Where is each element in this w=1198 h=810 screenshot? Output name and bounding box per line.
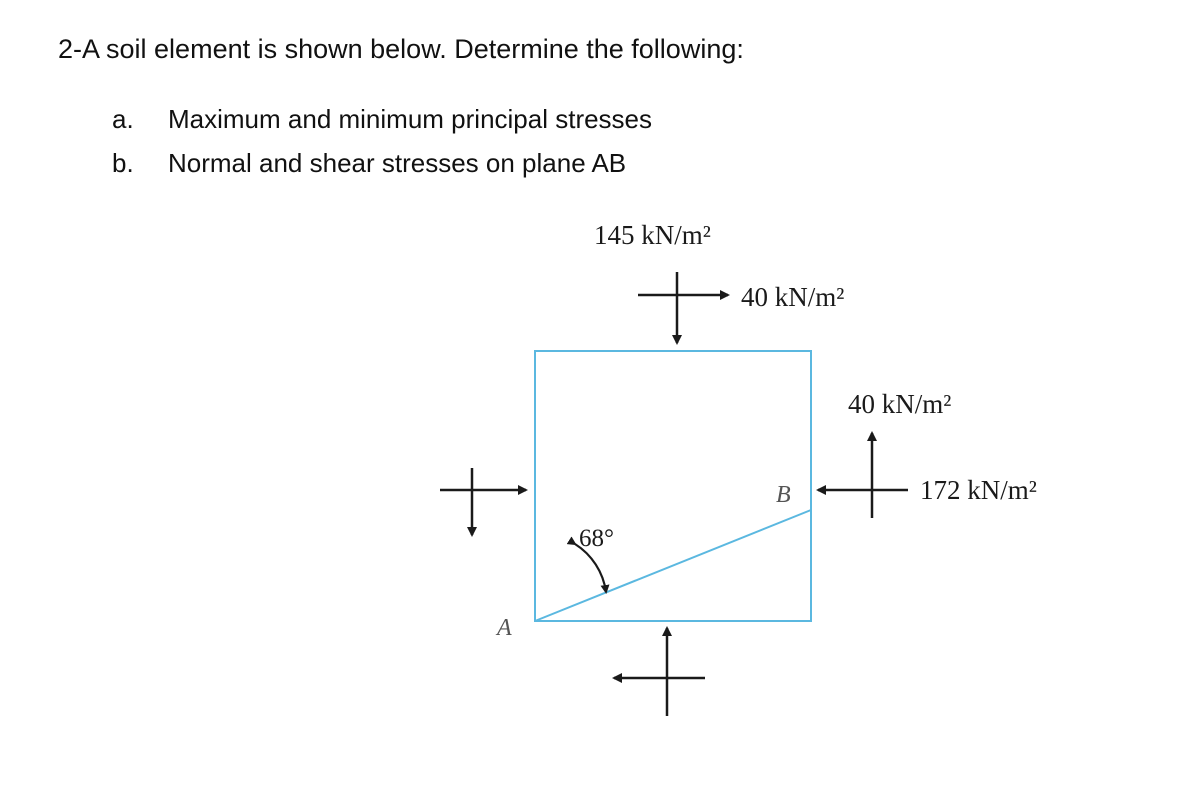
- angle-label: 68°: [579, 525, 614, 552]
- question-list: a. Maximum and minimum principal stresses…: [112, 100, 652, 188]
- question-text: Maximum and minimum principal stresses: [168, 104, 653, 134]
- top-stress-arrows: [638, 272, 730, 345]
- problem-title: 2-A soil element is shown below. Determi…: [58, 34, 744, 64]
- soil-element-square: [534, 350, 812, 622]
- question-item-a: a. Maximum and minimum principal stresses: [112, 100, 652, 144]
- bottom-stress-arrows: [612, 626, 705, 716]
- plane-ab-line: [534, 509, 812, 622]
- angle-arc: [566, 536, 610, 594]
- question-marker: a.: [112, 104, 134, 134]
- right-stress-arrows: [816, 431, 908, 518]
- question-text: Normal and shear stresses on plane AB: [168, 148, 627, 178]
- top-shear-stress-label: 40 kN/m²: [741, 282, 844, 312]
- point-b-label: B: [776, 482, 791, 508]
- question-item-b: b. Normal and shear stresses on plane AB: [112, 144, 652, 188]
- point-a-label: A: [495, 615, 512, 641]
- right-normal-stress-label: 172 kN/m²: [920, 475, 1037, 505]
- question-marker: b.: [112, 148, 134, 178]
- left-stress-arrows: [440, 468, 528, 537]
- right-shear-stress-label: 40 kN/m²: [848, 389, 951, 419]
- top-normal-stress-label: 145 kN/m²: [594, 220, 711, 250]
